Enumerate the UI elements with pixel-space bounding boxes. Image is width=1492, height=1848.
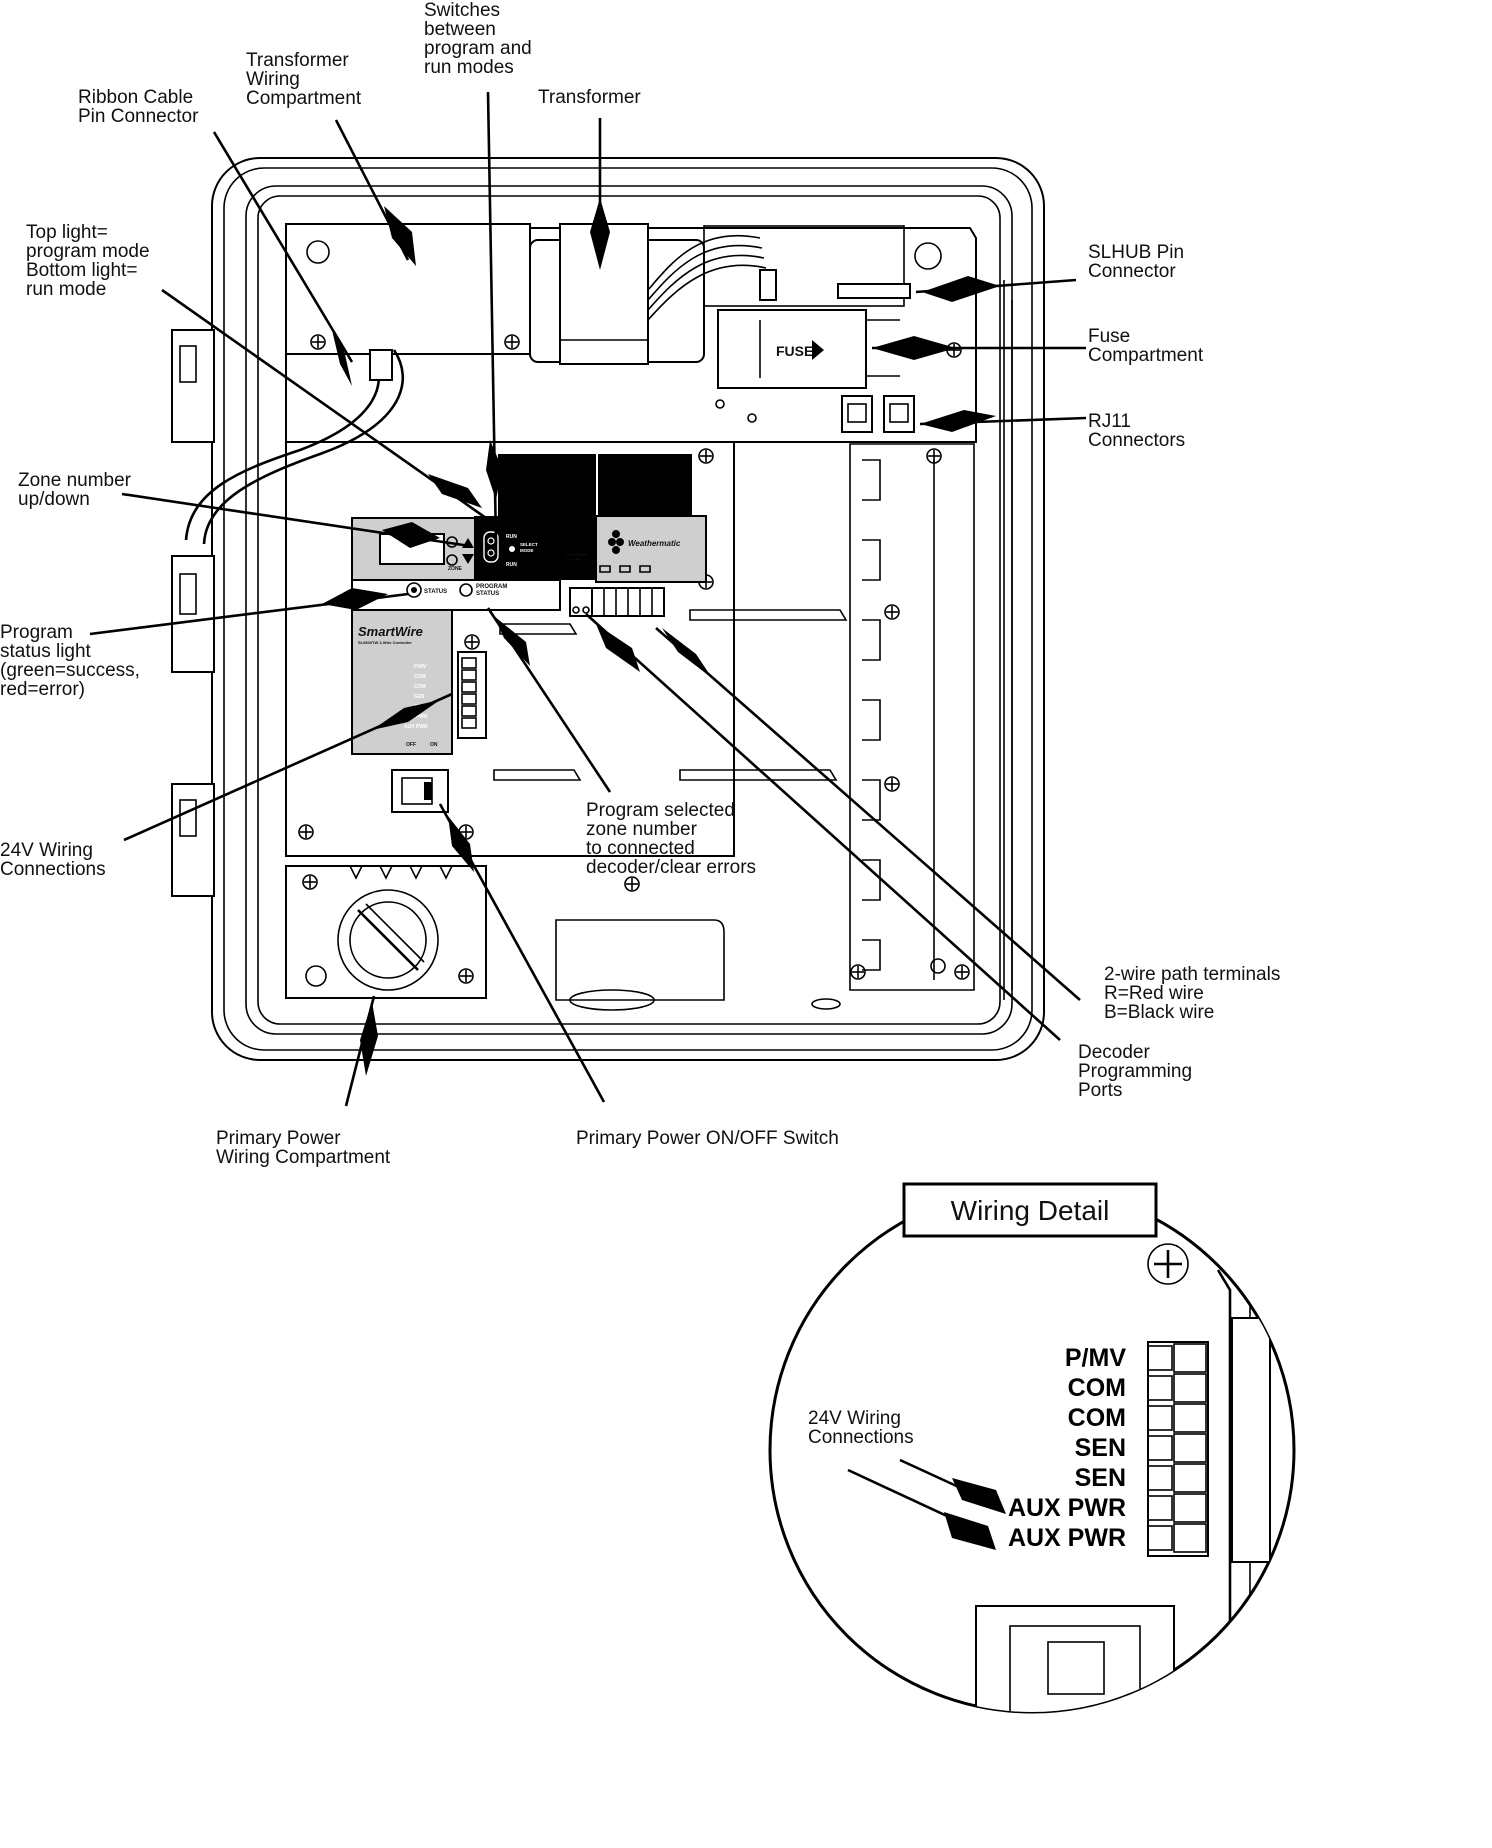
run-label-bottom: RUN bbox=[506, 562, 517, 568]
detail-terminal-label-7: AUX PWR bbox=[1008, 1524, 1126, 1552]
screw-icon bbox=[458, 968, 474, 984]
screw-icon bbox=[310, 334, 326, 350]
power-switch[interactable] bbox=[391, 769, 449, 813]
callout-program-selected: Program selected zone number to connecte… bbox=[586, 800, 756, 878]
callout-top-light: Top light= program mode Bottom light= ru… bbox=[26, 222, 155, 300]
callout-power-switch: Primary Power ON/OFF Switch bbox=[576, 1128, 839, 1149]
slhub-pin-connector bbox=[837, 283, 911, 299]
on-label: ON bbox=[430, 742, 438, 748]
module-terminal-label-7: AUX PWR bbox=[404, 724, 428, 730]
screw-icon bbox=[850, 964, 866, 980]
screw-hole-icon bbox=[306, 240, 330, 264]
screw-icon bbox=[926, 448, 942, 464]
detail-title-box bbox=[902, 1182, 1158, 1238]
module-terminal-label-4: SEN bbox=[414, 694, 425, 700]
callout-switches-modes: Switches between program and run modes bbox=[424, 0, 537, 78]
select-mode-label-2: MODE bbox=[520, 548, 534, 553]
back-plate: FUSE bbox=[285, 223, 977, 443]
wiring-detail: Wiring Detail P/MV COM COM SEN SEN AUX P… bbox=[768, 1182, 1296, 1714]
vents bbox=[498, 454, 692, 518]
detail-terminal-label-2: COM bbox=[1068, 1374, 1126, 1402]
detail-screw-icon bbox=[1147, 1243, 1189, 1285]
program-status-light-icon bbox=[459, 583, 473, 597]
module-terminal-label-3: COM bbox=[414, 684, 426, 690]
program-port-icons bbox=[573, 565, 651, 575]
program-port-label-1: PROGRAM bbox=[566, 552, 588, 557]
callout-transformer: Transformer bbox=[538, 87, 641, 108]
leader-lines bbox=[89, 91, 1087, 1107]
zone-label: ZONE bbox=[448, 566, 463, 572]
callout-24v-wiring: 24V Wiring Connections bbox=[0, 840, 106, 880]
fuse-label: FUSE bbox=[776, 343, 813, 359]
detail-callout: 24V Wiring Connections bbox=[808, 1408, 914, 1448]
callout-primary-power-wiring: Primary Power Wiring Compartment bbox=[216, 1128, 391, 1168]
screw-icon bbox=[884, 776, 900, 792]
status-label: STATUS bbox=[424, 589, 447, 595]
screw-icon bbox=[624, 876, 640, 892]
screw-icon bbox=[698, 448, 714, 464]
detail-terminal-label-1: P/MV bbox=[1065, 1344, 1126, 1372]
detail-terminal-label-4: SEN bbox=[1075, 1434, 1126, 1462]
module-terminal-label-2: COM bbox=[414, 674, 426, 680]
screw-icon bbox=[298, 824, 314, 840]
fuse-compartment: FUSE bbox=[715, 309, 962, 423]
product-label: SmartWire bbox=[358, 624, 423, 639]
callouts: Switches between program and run modes T… bbox=[0, 0, 1286, 1168]
screw-hole-icon bbox=[914, 242, 942, 270]
status-light-icon bbox=[406, 582, 422, 598]
run-label-top: RUN bbox=[506, 534, 517, 540]
zone-down-icon[interactable] bbox=[462, 554, 474, 564]
callout-program-status: Program status light (green=success, red… bbox=[0, 622, 145, 700]
model-label: SL9600TW 2-Wire Controller bbox=[358, 640, 412, 645]
detail-terminal-label-5: SEN bbox=[1075, 1464, 1126, 1492]
brand-label: Weathermatic bbox=[628, 539, 681, 548]
ribbon-cable bbox=[202, 349, 405, 545]
callout-rj11: RJ11 Connectors bbox=[1088, 411, 1185, 451]
detail-terminal-label-3: COM bbox=[1068, 1404, 1126, 1432]
callout-transformer-wiring: Transformer Wiring Compartment bbox=[246, 50, 362, 109]
weathermatic-logo-icon bbox=[608, 530, 624, 554]
screw-icon bbox=[504, 334, 520, 350]
screw-icon bbox=[464, 634, 480, 650]
program-status-label-2: STATUS bbox=[476, 591, 499, 597]
screw-icon bbox=[884, 604, 900, 620]
screw-icon bbox=[302, 874, 318, 890]
side-rail bbox=[849, 443, 975, 991]
screw-icon bbox=[946, 342, 962, 358]
callout-decoder-ports: Decoder Programming Ports bbox=[1078, 1042, 1197, 1101]
program-port-label-2: PORT bbox=[570, 557, 582, 562]
select-mode-label-1: SELECT bbox=[520, 542, 538, 547]
detail-terminal-block bbox=[1147, 1341, 1209, 1557]
detail-title: Wiring Detail bbox=[951, 1195, 1110, 1226]
detail-terminal-label-6: AUX PWR bbox=[1008, 1494, 1126, 1522]
callout-zone-number: Zone number up/down bbox=[18, 470, 136, 510]
two-wire-terminals bbox=[591, 587, 665, 617]
callout-slhub: SLHUB Pin Connector bbox=[1088, 242, 1189, 282]
callout-fuse: Fuse Compartment bbox=[1088, 326, 1204, 366]
module-terminal-label-6: AUX PWR bbox=[404, 714, 428, 720]
callout-ribbon-cable: Ribbon Cable Pin Connector bbox=[78, 87, 199, 127]
rj11-connectors bbox=[841, 395, 915, 433]
callout-two-wire: 2-wire path terminals R=Red wire B=Black… bbox=[1104, 964, 1286, 1023]
transformer bbox=[529, 223, 905, 365]
off-label: OFF bbox=[406, 742, 416, 748]
screw-icon bbox=[954, 964, 970, 980]
terminal-strip-24v bbox=[457, 651, 487, 739]
primary-power-wiring-compartment bbox=[285, 865, 487, 999]
module-terminal-label-1: P/MV bbox=[414, 664, 427, 670]
program-status-label-1: PROGRAM bbox=[476, 584, 507, 590]
